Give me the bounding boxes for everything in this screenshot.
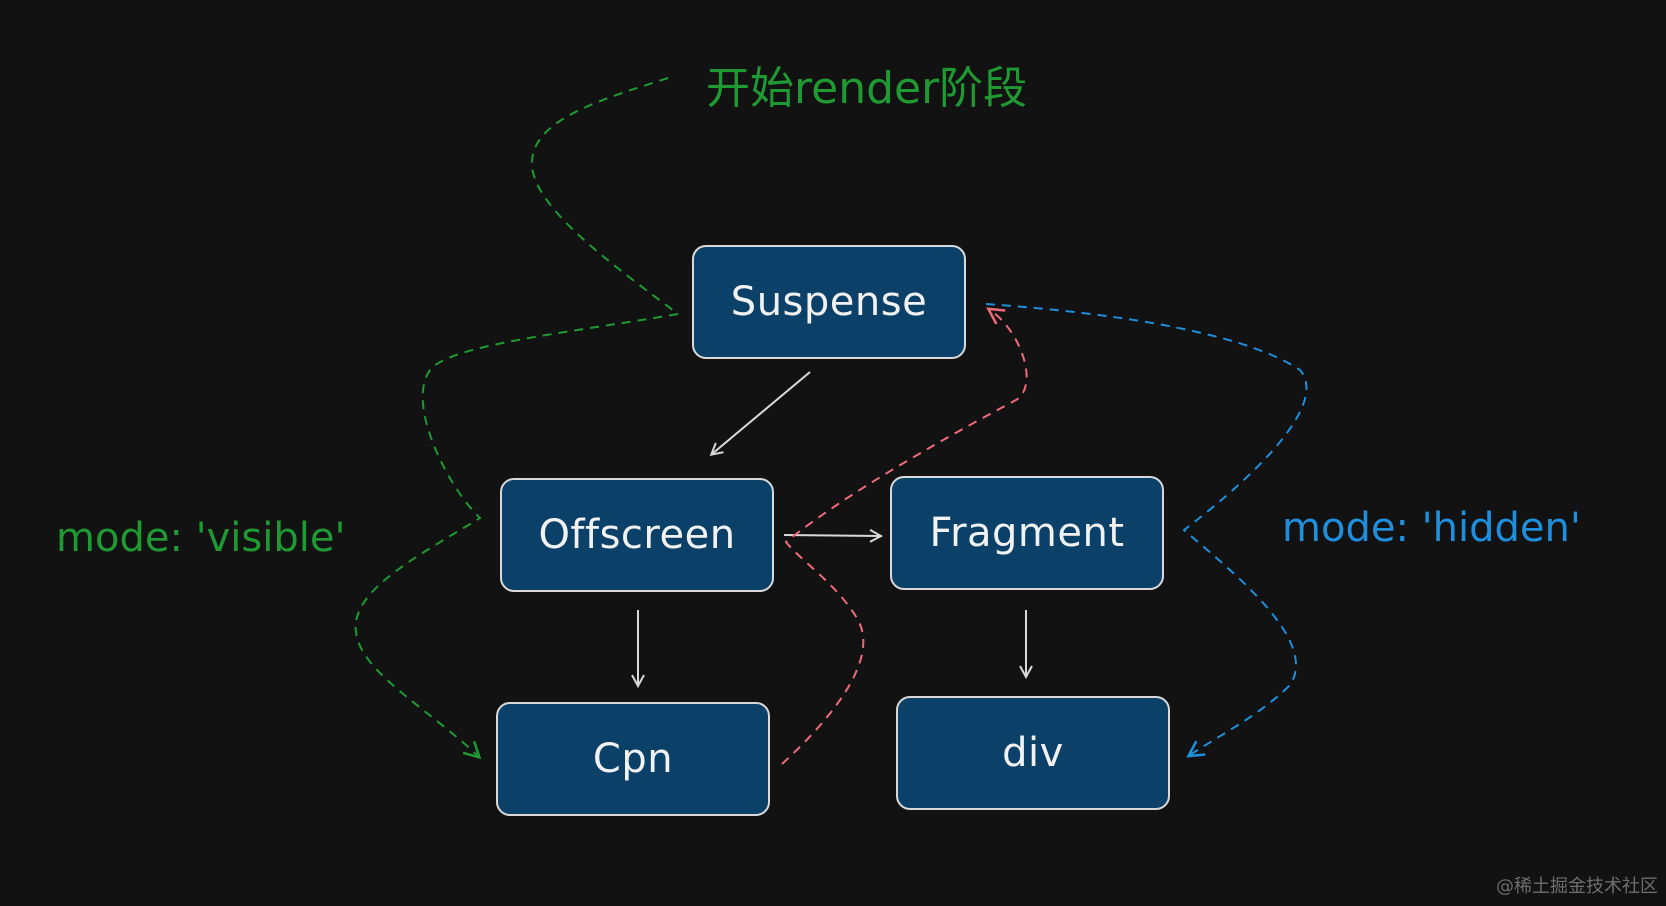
node-cpn: Cpn xyxy=(496,702,770,816)
node-offscreen: Offscreen xyxy=(500,478,774,592)
green-start-path xyxy=(530,77,679,315)
red-return-path xyxy=(781,310,1028,765)
node-div: div xyxy=(896,696,1170,810)
render-phase-title: 开始render阶段 xyxy=(706,63,1028,114)
edge-offscreen-fragment xyxy=(783,535,880,536)
node-suspense-label: Suspense xyxy=(730,279,928,325)
node-suspense: Suspense xyxy=(692,245,966,359)
mode-hidden-label: mode: 'hidden' xyxy=(1282,505,1581,551)
node-cpn-label: Cpn xyxy=(592,736,674,782)
mode-visible-label: mode: 'visible' xyxy=(56,515,346,561)
edge-suspense-offscreen xyxy=(712,371,811,454)
node-fragment-label: Fragment xyxy=(929,510,1125,556)
watermark: @稀土掘金技术社区 xyxy=(1496,876,1658,897)
node-div-label: div xyxy=(1002,730,1064,776)
node-offscreen-label: Offscreen xyxy=(538,512,736,558)
green-visible-path xyxy=(354,313,679,756)
node-fragment: Fragment xyxy=(890,476,1164,590)
